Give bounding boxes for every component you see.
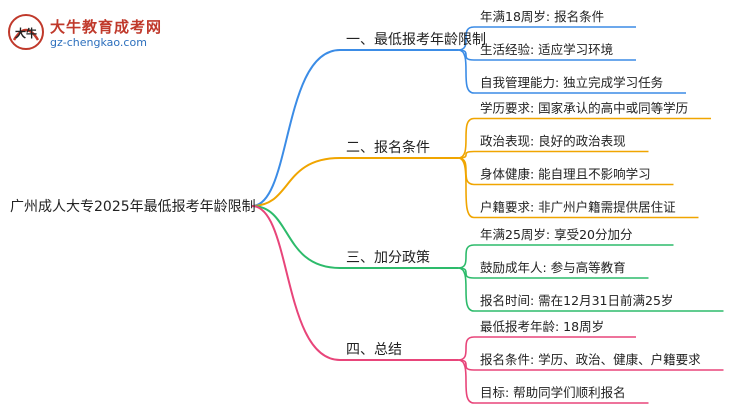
root-node: 广州成人大专2025年最低报考年龄限制	[10, 199, 256, 215]
branch-node: 一、最低报考年龄限制	[346, 32, 486, 48]
branch-leaf-link	[457, 267, 475, 312]
leaf-node: 生活经验: 适应学习环境	[480, 42, 613, 57]
site-logo[interactable]: 大牛 大牛教育成考网 gz-chengkao.com	[6, 10, 176, 54]
mindmap-links	[251, 26, 724, 404]
branch-node: 三、加分政策	[346, 249, 430, 266]
logo-mark-icon: 大牛	[8, 14, 44, 50]
leaf-node: 报名条件: 学历、政治、健康、户籍要求	[480, 352, 701, 367]
root-branch-link	[251, 205, 341, 269]
leaf-node: 鼓励成年人: 参与高等教育	[480, 260, 626, 275]
branch-leaf-link	[457, 26, 475, 51]
leaf-node: 自我管理能力: 独立完成学习任务	[480, 75, 663, 90]
branch-leaf-link	[457, 336, 475, 361]
logo-mark-text: 大牛	[15, 26, 37, 40]
leaf-node: 年满18周岁: 报名条件	[480, 9, 604, 24]
branch-node: 二、报名条件	[346, 139, 430, 156]
mindmap-nodes: 广州成人大专2025年最低报考年龄限制 一、最低报考年龄限制 年满18周岁: 报名条…	[10, 9, 701, 400]
leaf-node: 身体健康: 能自理且不影响学习	[480, 167, 651, 182]
root-branch-link	[251, 49, 341, 207]
logo-title: 大牛教育成考网	[50, 18, 163, 36]
branch-leaf-link	[457, 244, 475, 269]
root-branch-link	[251, 157, 341, 207]
leaf-node: 目标: 帮助同学们顺利报名	[480, 385, 626, 400]
leaf-node: 最低报考年龄: 18周岁	[480, 319, 604, 334]
logo-url: gz-chengkao.com	[50, 36, 147, 49]
branch-leaf-link	[457, 359, 475, 404]
branch-leaf-link	[457, 157, 475, 219]
branch-leaf-link	[457, 49, 475, 94]
root-branch-link	[251, 205, 341, 361]
leaf-node: 户籍要求: 非广州户籍需提供居住证	[480, 200, 676, 215]
branch-leaf-link	[457, 117, 475, 159]
leaf-node: 报名时间: 需在12月31日前满25岁	[480, 293, 673, 308]
leaf-node: 学历要求: 国家承认的高中或同等学历	[480, 101, 688, 116]
leaf-node: 政治表现: 良好的政治表现	[480, 134, 626, 149]
leaf-node: 年满25周岁: 享受20分加分	[480, 227, 633, 242]
branch-node: 四、总结	[346, 342, 402, 358]
